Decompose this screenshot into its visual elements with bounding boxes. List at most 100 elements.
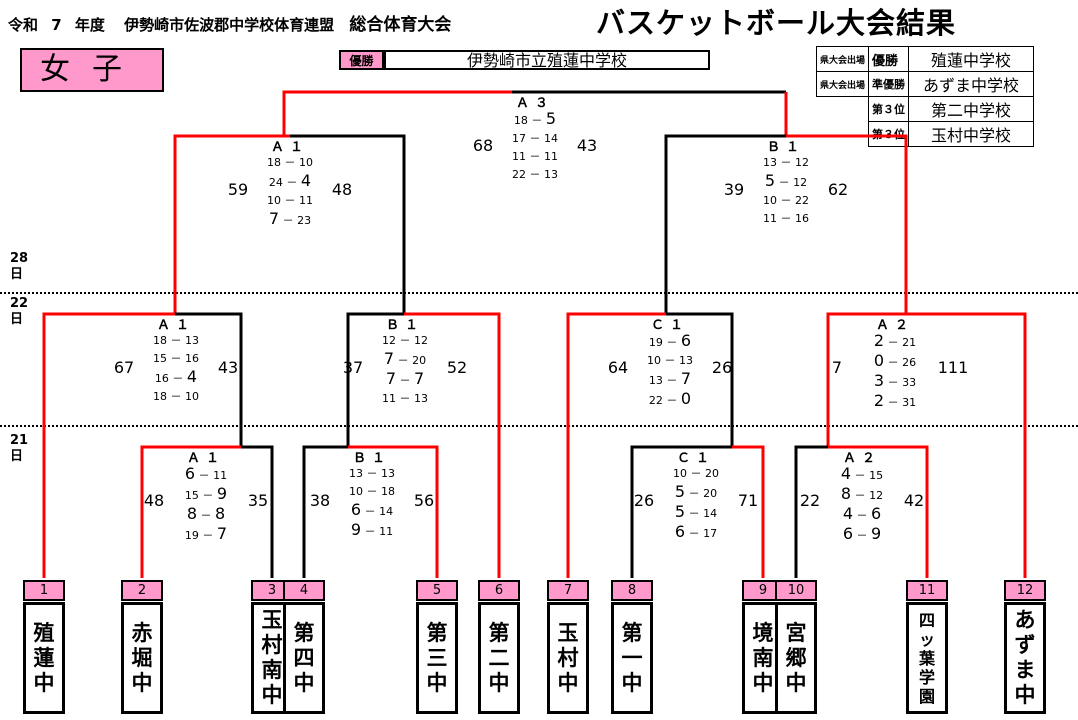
team-name-char: 一 xyxy=(621,645,643,670)
quarter-row: 13 － 13 xyxy=(349,467,395,480)
quarter-row: 10 － 13 xyxy=(647,354,693,367)
line-r1-a2-right xyxy=(828,445,929,578)
quarter-row: 2 － 21 xyxy=(873,331,917,350)
quarter-score-left: 7 xyxy=(385,369,396,388)
total-score-left: 48 xyxy=(143,491,165,510)
total-score-right: 56 xyxy=(413,491,435,510)
quarter-score-left: 6 xyxy=(350,500,362,519)
total-score-right: 62 xyxy=(827,180,849,199)
line-r1-c1-right xyxy=(732,445,765,578)
line-qf-c1-right xyxy=(666,312,734,447)
team-name-char: 殖 xyxy=(33,620,55,645)
quarter-row: 10 － 20 xyxy=(673,467,719,480)
team-name-char: ッ xyxy=(918,629,935,649)
quarter-score-right: 6 xyxy=(680,331,692,350)
quarter-score-left: 7 xyxy=(383,349,395,368)
quarter-score-right: 20 xyxy=(705,467,719,480)
header-org: 伊勢崎市佐波郡中学校体育連盟 xyxy=(124,16,335,34)
quarter-row: 16 － 4 xyxy=(154,367,198,386)
team-name-char: 赤 xyxy=(131,620,153,645)
quarter-score-right: 10 xyxy=(299,156,313,169)
quarter-score-left: 11 xyxy=(512,150,526,163)
team-name-char: 堀 xyxy=(131,645,153,670)
results-note xyxy=(816,121,870,147)
quarter-score-left: 11 xyxy=(382,392,396,405)
team-name-char: 中 xyxy=(131,670,153,695)
line-r1-c1-left xyxy=(630,445,732,578)
quarter-score-left: 10 xyxy=(647,354,661,367)
total-score-left: 59 xyxy=(227,180,249,199)
total-score-right: 48 xyxy=(331,180,353,199)
team-name: 第三中 xyxy=(416,602,458,714)
quarter-score-left: 6 xyxy=(674,522,686,541)
quarter-row: 7 － 20 xyxy=(383,349,427,368)
quarter-score-right: 13 xyxy=(544,168,558,181)
team-number: 4 xyxy=(283,580,325,601)
header-year: 7 xyxy=(51,16,62,34)
results-school: あずま中学校 xyxy=(908,71,1035,97)
quarter-score-left: 15 xyxy=(153,352,167,365)
line-final-left xyxy=(282,90,512,137)
quarter-score-right: 15 xyxy=(869,469,884,482)
champion-label: 優勝 xyxy=(339,50,384,70)
team-name-char: 村 xyxy=(557,645,579,670)
quarter-row: 5 － 14 xyxy=(674,502,718,521)
quarter-score-left: 13 xyxy=(349,467,363,480)
team-name-char: 中 xyxy=(785,670,807,695)
match-label: Ａ２ xyxy=(842,451,881,466)
quarter-score-left: 7 xyxy=(268,209,280,228)
quarter-score-right: 7 xyxy=(216,524,228,543)
team-name-char: 中 xyxy=(1014,683,1036,707)
quarter-row: 15 － 16 xyxy=(153,352,199,365)
team-name-char: 四 xyxy=(918,610,935,630)
results-note: 県大会出場 xyxy=(815,71,870,97)
quarter-score-left: 0 xyxy=(873,351,885,370)
team-name-char: 中 xyxy=(621,670,643,695)
quarter-row: 18 － 5 xyxy=(513,109,557,128)
quarter-score-left: 10 xyxy=(267,194,281,207)
team-name-char: 第 xyxy=(293,620,315,645)
results-table: 県大会出場優勝殖蓮中学校県大会出場準優勝あずま中学校第３位第二中学校第３位玉村中… xyxy=(815,46,1035,147)
total-score-right: 111 xyxy=(937,358,969,377)
quarter-score-right: 33 xyxy=(902,376,917,389)
line-qf-c1-left xyxy=(566,312,666,578)
team-name-char: 中 xyxy=(261,683,283,707)
match-label: Ｂ１ xyxy=(385,318,424,333)
line-semi-b1-right xyxy=(786,134,908,314)
quarter-row: 18 － 10 xyxy=(153,390,199,403)
line-qf-a1-right xyxy=(175,312,243,447)
total-score-right: 35 xyxy=(247,491,269,510)
total-score-left: 64 xyxy=(607,358,629,377)
team-name-char: 葉 xyxy=(918,648,935,668)
quarter-score-left: 18 xyxy=(267,156,281,169)
team-name: 殖蓮中 xyxy=(23,602,65,714)
quarter-score-right: 4 xyxy=(300,171,312,190)
quarter-score-right: 23 xyxy=(297,214,312,227)
team-name-char: 園 xyxy=(918,686,935,706)
header-line: 令和 7 年度 伊勢崎市佐波郡中学校体育連盟 総合体育大会 xyxy=(8,10,451,35)
quarter-score-right: 18 xyxy=(381,485,395,498)
quarter-row: 11 － 16 xyxy=(763,212,809,225)
quarter-score-left: 4 xyxy=(840,464,852,483)
quarter-score-right: 12 xyxy=(869,489,884,502)
quarter-score-right: 8 xyxy=(215,504,226,523)
quarter-score-right: 12 xyxy=(793,176,808,189)
team-name-char: 玉 xyxy=(557,620,579,645)
quarter-score-left: 22 xyxy=(648,394,663,407)
quarter-score-left: 5 xyxy=(674,502,686,521)
quarter-row: 4 － 15 xyxy=(840,464,884,483)
quarter-row: 24 － 4 xyxy=(268,171,312,190)
line-qf-b1-left xyxy=(346,312,404,447)
quarter-row: 8 － 12 xyxy=(840,484,884,503)
quarter-score-right: 9 xyxy=(216,484,228,503)
team-name: 第二中 xyxy=(478,602,520,714)
header-event: 総合体育大会 xyxy=(349,15,452,35)
team-number: 11 xyxy=(906,580,948,601)
